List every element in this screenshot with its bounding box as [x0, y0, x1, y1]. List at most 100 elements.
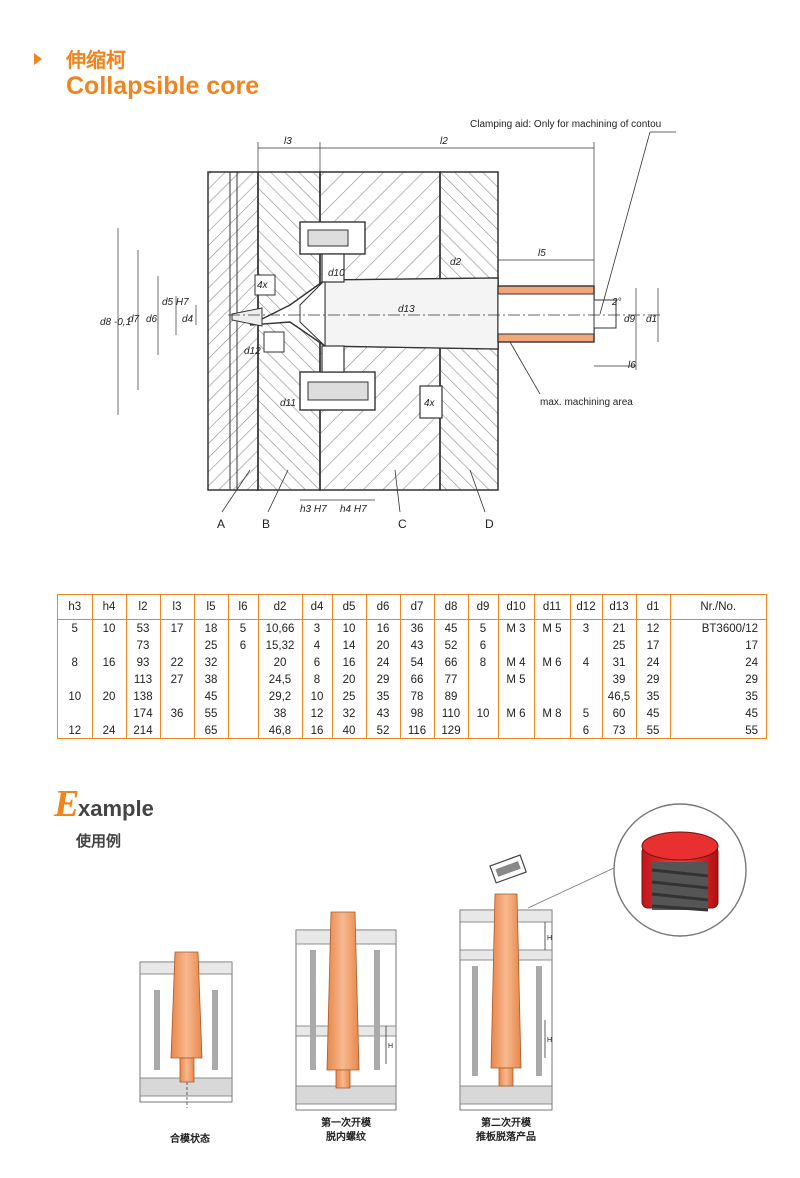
- table-cell: M 8: [534, 705, 571, 722]
- table-cell: [58, 637, 93, 654]
- table-cell: 12: [302, 705, 333, 722]
- table-cell: 5: [468, 619, 499, 637]
- table-cell: [570, 671, 603, 688]
- technical-drawing: l3 l2 l5 l6 d8 -0,1 d7 d6 d5 H7 d4 d2 d1…: [100, 119, 676, 531]
- table-cell: 8: [58, 654, 93, 671]
- table-cell: 10: [92, 619, 127, 637]
- table-cell: 32: [332, 705, 367, 722]
- part-label-a: A: [217, 517, 225, 531]
- table-cell: 24: [366, 654, 401, 671]
- table-cell: 60: [602, 705, 637, 722]
- table-cell: 53: [126, 619, 161, 637]
- dim-d1: d1: [646, 314, 657, 325]
- table-cell: [570, 637, 603, 654]
- dim-l6: l6: [628, 360, 636, 371]
- table-cell: 138: [126, 688, 161, 705]
- col-d12: d12: [570, 595, 603, 620]
- table-cell: 16: [302, 722, 333, 739]
- col-h3: h3: [58, 595, 93, 620]
- example-title-initial: E: [54, 783, 80, 825]
- dim-d7: d7: [128, 314, 140, 325]
- dim-l5: l5: [538, 248, 546, 259]
- arrow-icon: [34, 53, 42, 65]
- spec-table-frame: h3 h4 l2 l3 l5 l6 d2 d4 d5 d6 d7 d8 d9 d…: [57, 594, 767, 739]
- col-d11: d11: [534, 595, 571, 620]
- dim-l3: l3: [284, 136, 292, 147]
- table-cell: 43: [400, 637, 435, 654]
- table-cell: [468, 671, 499, 688]
- table-cell: [468, 688, 499, 705]
- table-cell: 4: [302, 637, 333, 654]
- col-d8: d8: [434, 595, 469, 620]
- table-cell: 4: [570, 654, 603, 671]
- table-cell: 45: [194, 688, 229, 705]
- table-cell: 17: [745, 639, 758, 652]
- table-cell: 6: [468, 637, 499, 654]
- dim-d2: d2: [450, 257, 462, 268]
- table-cell: M 5: [498, 671, 535, 688]
- table-cell: 27: [160, 671, 195, 688]
- col-d9: d9: [468, 595, 499, 620]
- spec-table: h3 h4 l2 l3 l5 l6 d2 d4 d5 d6 d7 d8 d9 d…: [58, 595, 766, 739]
- table-cell: 77: [434, 671, 469, 688]
- dim-d11: d11: [280, 398, 296, 409]
- table-cell: 10,66: [258, 619, 303, 637]
- table-cell: 214: [126, 722, 161, 739]
- part-label-d: D: [485, 517, 494, 531]
- h-label-1: H: [388, 1043, 393, 1050]
- table-cell: [498, 722, 535, 739]
- example-closed-state: [139, 951, 233, 1108]
- table-cell: 29: [745, 673, 758, 686]
- caption-second-opening: 第二次开模: [481, 1118, 531, 1129]
- table-cell: [534, 637, 571, 654]
- table-cell: [160, 688, 195, 705]
- table-cell: 22: [160, 654, 195, 671]
- table-cell: [534, 722, 571, 739]
- table-cell: [228, 654, 259, 671]
- table-cell: [498, 688, 535, 705]
- col-l2: l2: [126, 595, 161, 620]
- table-cell: 29: [636, 671, 671, 688]
- table-cell: 17: [160, 619, 195, 637]
- caption-second-opening-sub: 推板脱落产品: [476, 1132, 536, 1143]
- table-cell: 16: [366, 619, 401, 637]
- table-cell: 17: [636, 637, 671, 654]
- col-d5: d5: [332, 595, 367, 620]
- table-cell: 129: [434, 722, 469, 739]
- table-cell: 40: [332, 722, 367, 739]
- table-cell: 52: [366, 722, 401, 739]
- table-cell: M 6: [534, 654, 571, 671]
- table-cell: 3: [570, 619, 603, 637]
- col-d7: d7: [400, 595, 435, 620]
- table-cell: [228, 688, 259, 705]
- table-cell: 113: [126, 671, 161, 688]
- clamping-note: Clamping aid: Only for machining of cont…: [470, 119, 661, 130]
- h-label-3: H: [547, 1037, 552, 1044]
- title-cn: 伸缩柯: [66, 48, 126, 72]
- col-d6: d6: [366, 595, 401, 620]
- dim-d8: d8 -0,1: [100, 317, 131, 328]
- table-cell: 24: [92, 722, 127, 739]
- col-d10: d10: [498, 595, 535, 620]
- table-cell: 78: [400, 688, 435, 705]
- table-cell: 16: [332, 654, 367, 671]
- table-cell: [92, 637, 127, 654]
- dim-d4: d4: [182, 314, 194, 325]
- table-cell: 24: [636, 654, 671, 671]
- col-h4: h4: [92, 595, 127, 620]
- dim-d10: d10: [328, 268, 345, 279]
- table-cell: 98: [400, 705, 435, 722]
- table-cell: 45: [434, 619, 469, 637]
- table-cell: [498, 637, 535, 654]
- table-cell: [228, 722, 259, 739]
- col-d1: d1: [636, 595, 671, 620]
- table-cell: 110: [434, 705, 469, 722]
- table-cell: 29,2: [258, 688, 303, 705]
- table-cell: 55: [636, 722, 671, 739]
